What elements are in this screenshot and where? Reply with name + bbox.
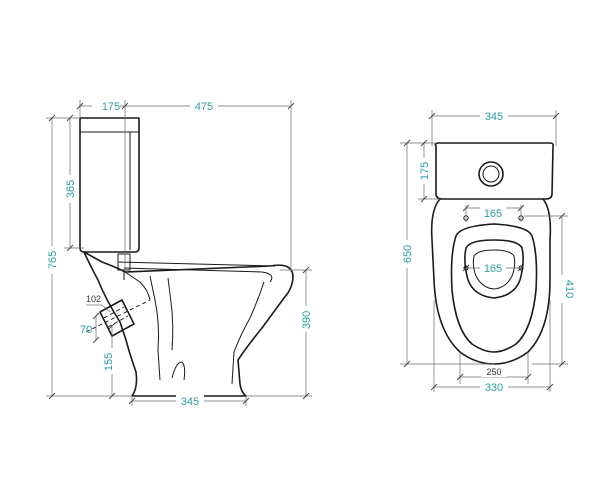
label-outlet-offset: 70 bbox=[80, 324, 92, 336]
side-trapway-inner bbox=[167, 277, 174, 351]
tick-4 bbox=[48, 114, 56, 122]
label-bowl-length: 410 bbox=[563, 280, 575, 298]
side-foot-opening bbox=[171, 361, 186, 381]
side-trapway bbox=[149, 275, 161, 381]
tick-2 bbox=[121, 102, 129, 110]
side-outlet-axis bbox=[85, 299, 151, 333]
tick-11 bbox=[108, 392, 116, 400]
tick-1 bbox=[76, 102, 84, 110]
tick-6 bbox=[66, 114, 74, 122]
top-view: 165 165 345 650 175 bbox=[400, 110, 575, 394]
side-outlet-inner bbox=[103, 306, 129, 328]
tick-22 bbox=[403, 139, 411, 147]
tick-3 bbox=[287, 102, 295, 110]
tick-12 bbox=[302, 266, 310, 274]
label-outlet-height: 155 bbox=[103, 353, 115, 371]
tick-27 bbox=[558, 360, 566, 368]
side-outlet bbox=[99, 299, 135, 337]
dim-outlet-leader-2 bbox=[101, 304, 111, 313]
label-seat-height: 390 bbox=[301, 311, 313, 329]
tick-25 bbox=[420, 195, 428, 203]
label-total-depth: 650 bbox=[402, 245, 414, 263]
tick-23 bbox=[403, 360, 411, 368]
tick-19 bbox=[517, 264, 525, 272]
side-bowl-cavity bbox=[124, 271, 151, 301]
side-rim-inner bbox=[123, 267, 273, 283]
top-bowl-water bbox=[472, 249, 516, 290]
label-bowl-projection: 475 bbox=[195, 101, 213, 113]
tick-8 bbox=[92, 312, 100, 320]
label-top-width: 345 bbox=[485, 111, 503, 123]
tick-5 bbox=[48, 392, 56, 400]
label-total-height: 765 bbox=[47, 251, 59, 269]
tick-26 bbox=[558, 212, 566, 220]
tick-17 bbox=[517, 204, 525, 212]
top-seat-ring bbox=[450, 223, 538, 353]
side-bowl-body bbox=[83, 251, 294, 397]
tick-30 bbox=[430, 383, 438, 391]
tick-7 bbox=[66, 244, 74, 252]
label-bowl-inner-width: 250 bbox=[486, 367, 501, 377]
tick-15 bbox=[242, 397, 250, 405]
side-rim-line bbox=[117, 261, 276, 267]
tick-31 bbox=[546, 383, 554, 391]
label-bowl-outer-width: 330 bbox=[485, 382, 503, 394]
side-tank bbox=[79, 117, 140, 253]
label-tank-height: 365 bbox=[65, 180, 77, 198]
label-outlet-diameter: 102 bbox=[86, 294, 101, 304]
tick-9 bbox=[92, 336, 100, 344]
tick-28 bbox=[456, 373, 464, 381]
top-tank bbox=[434, 142, 554, 200]
tick-13 bbox=[302, 392, 310, 400]
flush-button-inner bbox=[482, 165, 500, 183]
tick-29 bbox=[524, 373, 532, 381]
label-tank-depth-top: 175 bbox=[419, 162, 431, 180]
tick-10 bbox=[108, 322, 116, 330]
top-bowl-opening bbox=[464, 239, 524, 299]
label-base-width: 345 bbox=[181, 396, 199, 408]
tick-16 bbox=[462, 204, 470, 212]
tick-14 bbox=[128, 397, 136, 405]
side-view: 175 475 765 365 102 70 155 bbox=[46, 100, 313, 408]
tick-24 bbox=[420, 139, 428, 147]
tick-20 bbox=[428, 112, 436, 120]
label-seat-hole-spacing: 165 bbox=[484, 263, 502, 275]
tick-18 bbox=[462, 264, 470, 272]
label-tank-depth: 175 bbox=[102, 101, 120, 113]
side-bowl-front-inner bbox=[231, 281, 265, 385]
label-hinge-spacing: 165 bbox=[484, 208, 502, 220]
flush-button-outer bbox=[478, 161, 504, 187]
tick-21 bbox=[552, 112, 560, 120]
